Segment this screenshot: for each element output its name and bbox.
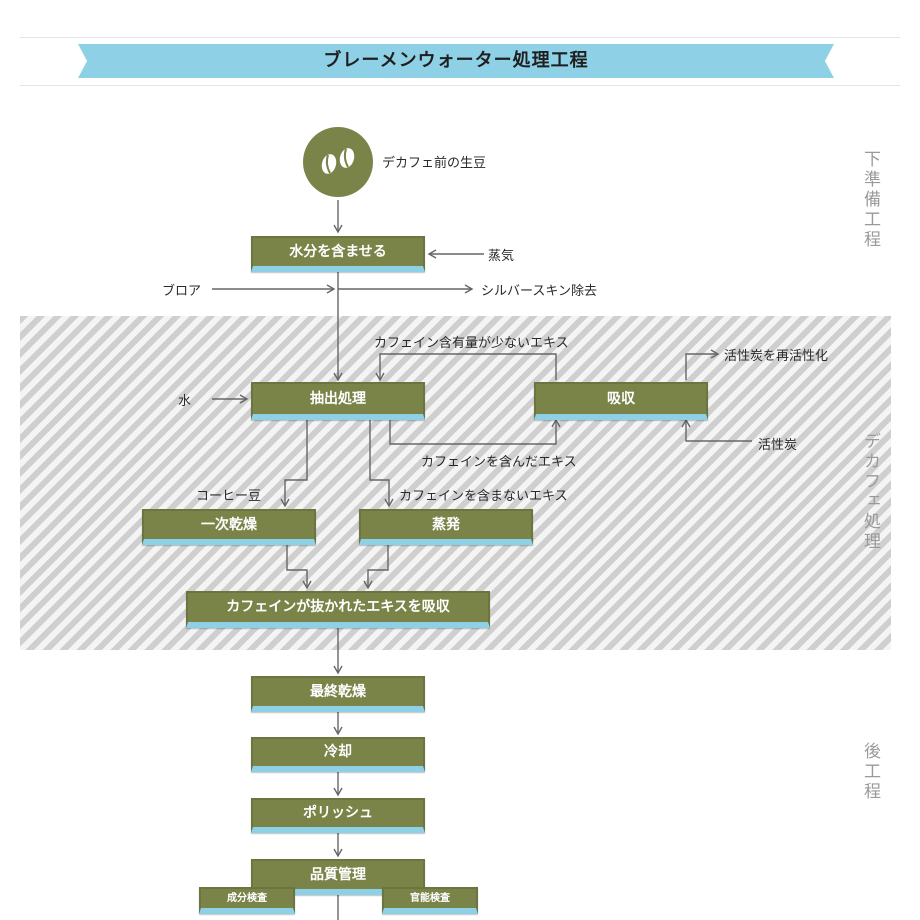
side-label-prep: 下準備工程 xyxy=(860,150,880,250)
green-bean-node xyxy=(303,127,373,197)
label-no-caffeine: カフェインを含まないエキス xyxy=(399,489,568,504)
label-silverskin: シルバースキン除去 xyxy=(481,284,597,299)
side-label-post: 後工程 xyxy=(860,742,880,802)
label-caffeine-extract: カフェインを含んだエキス xyxy=(421,455,577,470)
step-moisten: 水分を含ませる xyxy=(251,236,425,272)
side-label-decaf: デカフェ処理 xyxy=(860,432,880,552)
label-reactivate: 活性炭を再活性化 xyxy=(724,349,829,364)
banner-bottom-rule xyxy=(20,85,900,86)
label-steam: 蒸気 xyxy=(488,249,515,264)
page-title: ブレーメンウォーター処理工程 xyxy=(323,50,589,71)
step-cool: 冷却 xyxy=(251,737,425,772)
label-blower: ブロア xyxy=(162,284,202,299)
step-final-dry: 最終乾燥 xyxy=(251,676,425,712)
label-charcoal: 活性炭 xyxy=(758,438,798,453)
coffee-beans-icon xyxy=(321,148,355,174)
step-reabsorb: カフェインが抜かれたエキスを吸収 xyxy=(186,591,490,628)
title-banner xyxy=(78,44,834,78)
step-polish: ポリッシュ xyxy=(251,798,425,833)
banner-top-rule xyxy=(20,37,900,38)
step-evaporate: 蒸発 xyxy=(359,509,533,545)
step-sensory-check: 官能検査 xyxy=(382,887,478,914)
label-water: 水 xyxy=(178,394,192,409)
step-extract: 抽出処理 xyxy=(251,382,425,420)
green-bean-label: デカフェ前の生豆 xyxy=(382,156,487,171)
label-low-caffeine: カフェイン含有量が少ないエキス xyxy=(374,336,569,351)
label-beans: コーヒー豆 xyxy=(196,489,262,504)
step-absorb: 吸収 xyxy=(534,382,708,420)
step-first-dry: 一次乾燥 xyxy=(142,509,316,545)
step-component-check: 成分検査 xyxy=(199,887,295,914)
